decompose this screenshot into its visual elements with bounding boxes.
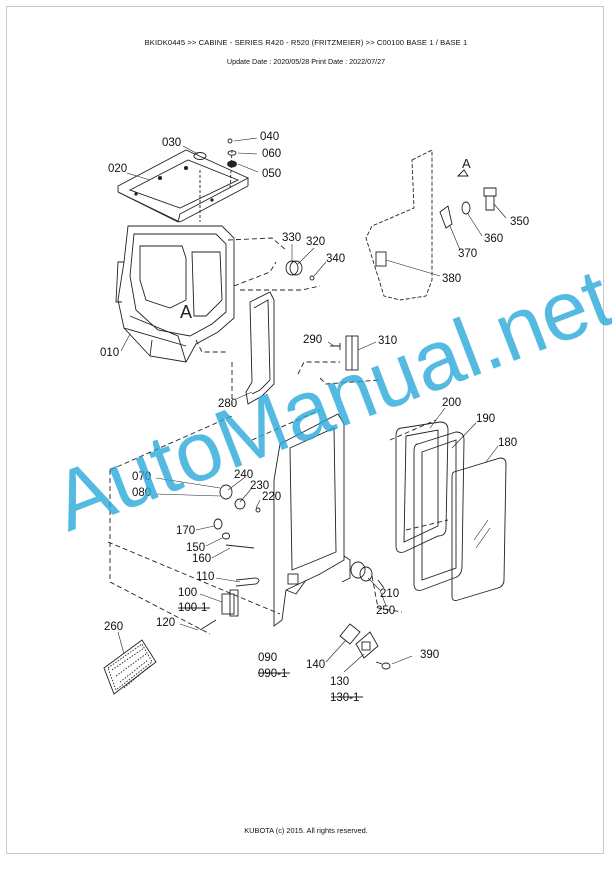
- bushing-330-320-340: [285, 260, 315, 281]
- callout-340: 340: [326, 253, 345, 265]
- glass-pane-180: [451, 457, 507, 601]
- callout-330: 330: [282, 232, 301, 244]
- callout-380: 380: [442, 273, 461, 285]
- callout-150: 150: [186, 542, 205, 554]
- callout-360: 360: [484, 233, 503, 245]
- callout-labels: 030 040 060 050 020 010 280 330 320 340 …: [100, 131, 529, 704]
- update-print-dates: Update Date : 2020/05/28 Print Date : 20…: [226, 57, 386, 66]
- cab-shell-010: A: [115, 225, 235, 363]
- callout-250: 250: [376, 605, 395, 617]
- callout-090: 090: [258, 652, 277, 664]
- view-a-marker: A: [180, 302, 192, 322]
- callout-320: 320: [306, 236, 325, 248]
- callout-080: 080: [132, 487, 151, 499]
- callout-100: 100: [178, 587, 197, 599]
- latch-block-100: [221, 589, 239, 617]
- callout-060: 060: [262, 148, 281, 160]
- callout-130: 130: [330, 676, 349, 688]
- cap-030: [193, 152, 207, 160]
- view-a-top-marker: A: [462, 156, 471, 171]
- callout-040: 040: [260, 131, 279, 143]
- callout-350: 350: [510, 216, 529, 228]
- bolt-stack-040-060-050: [227, 138, 237, 168]
- leader-lines: [117, 137, 507, 673]
- knob-210-screw-250: [350, 561, 385, 589]
- side-panel-280: [245, 291, 275, 405]
- callout-180: 180: [498, 437, 517, 449]
- hinge-310: [345, 335, 359, 371]
- roof-panel-020: [117, 149, 250, 223]
- detail-view-a: A: [365, 149, 497, 301]
- callout-130-1: 130-1: [330, 692, 359, 704]
- lock-plate-140-130: [339, 623, 379, 659]
- callout-190: 190: [476, 413, 495, 425]
- callout-390: 390: [420, 649, 439, 661]
- bolt-290: [330, 343, 341, 350]
- callout-140: 140: [306, 659, 325, 671]
- window-seal-200: [395, 421, 449, 553]
- callout-220: 220: [262, 491, 281, 503]
- grille-260: [103, 639, 157, 695]
- page-border: [6, 6, 604, 854]
- copyright-footer: KUBOTA (c) 2015. All rights reserved.: [244, 826, 368, 835]
- callout-120: 120: [156, 617, 175, 629]
- key-390: [375, 661, 391, 670]
- callout-160: 160: [192, 553, 211, 565]
- screw-120: [199, 619, 217, 631]
- callout-210: 210: [380, 588, 399, 600]
- callout-010: 010: [100, 347, 119, 359]
- lock-parts-170-150-160: [213, 518, 255, 549]
- callout-050: 050: [262, 168, 281, 180]
- callout-240: 240: [234, 469, 253, 481]
- breadcrumb: BKIDK0445 >> CABINE - SERIES R420 - R520…: [144, 38, 468, 47]
- door-frame-090: [273, 413, 351, 627]
- assembly-dash-outline: [107, 237, 449, 635]
- glass-frame-190: [413, 431, 465, 591]
- callout-110: 110: [196, 571, 214, 583]
- callout-100-1: 100-1: [178, 602, 207, 614]
- superseded-strikes: [178, 607, 363, 698]
- handle-110: [235, 577, 260, 587]
- callout-090-1: 090-1: [258, 668, 287, 680]
- callout-030: 030: [162, 137, 181, 149]
- latch-parts-240-230-220: [219, 484, 261, 513]
- callout-200: 200: [442, 397, 461, 409]
- callout-260: 260: [104, 621, 123, 633]
- callout-020: 020: [108, 163, 127, 175]
- watermark-text: AutoManual.net: [41, 250, 612, 549]
- callout-070: 070: [132, 471, 151, 483]
- callout-310: 310: [378, 335, 397, 347]
- callout-370: 370: [458, 248, 477, 260]
- callout-280: 280: [218, 398, 237, 410]
- callout-290: 290: [303, 334, 322, 346]
- callout-170: 170: [176, 525, 195, 537]
- callout-230: 230: [250, 480, 269, 492]
